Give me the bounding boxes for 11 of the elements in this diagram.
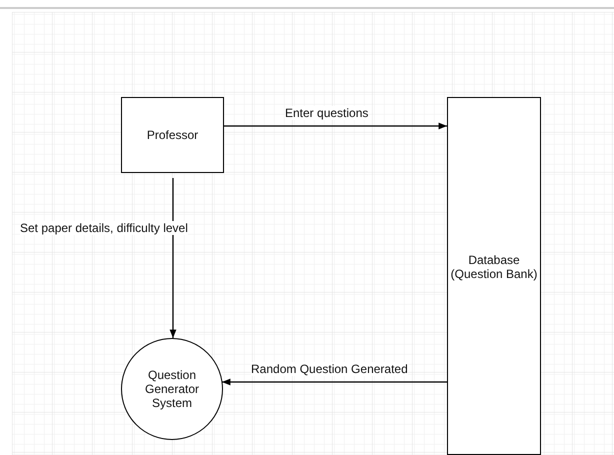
edge-label: Set paper details, difficulty level <box>20 221 188 235</box>
arrow <box>170 178 176 338</box>
edge-label: Enter questions <box>285 106 368 120</box>
edge-label: Random Question Generated <box>251 362 408 376</box>
node-label: Database (Question Bank) <box>450 253 538 281</box>
entity-box <box>121 97 224 173</box>
data-store-box <box>447 97 541 455</box>
arrow <box>222 378 447 386</box>
node-label: Professor <box>146 128 198 142</box>
arrow <box>224 122 447 130</box>
node-label: Question Generator System <box>144 368 200 410</box>
